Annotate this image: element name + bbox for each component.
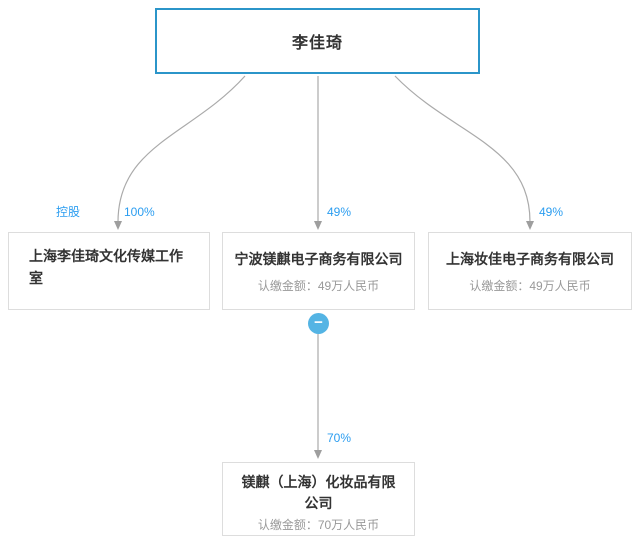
root-person-name: 李佳琦	[291, 35, 343, 52]
company-node-middle[interactable]: 宁波镁麒电子商务有限公司 认缴金额：49万人民币	[222, 232, 415, 310]
company-node-right[interactable]: 上海妆佳电子商务有限公司 认缴金额：49万人民币	[428, 232, 632, 310]
root-person-node[interactable]: 李佳琦	[155, 8, 480, 74]
connector-left	[117, 75, 246, 223]
minus-icon: −	[314, 314, 323, 331]
company-name: 镁麒（上海）化妆品有限公司	[241, 474, 396, 511]
company-amount: 认缴金额：49万人民币	[257, 279, 380, 293]
company-name: 上海李佳琦文化传媒工作室	[29, 248, 183, 286]
holding-tag: 控股	[56, 205, 81, 219]
company-amount: 认缴金额：70万人民币	[257, 518, 380, 532]
percent-label-sub: 70%	[327, 431, 352, 445]
arrowhead-middle	[314, 221, 322, 230]
percent-label-left: 100%	[124, 205, 155, 219]
connector-right	[394, 75, 531, 223]
percent-label-middle: 49%	[327, 205, 352, 219]
company-node-left[interactable]: 上海李佳琦文化传媒工作室	[8, 232, 210, 310]
percent-label-right: 49%	[539, 205, 564, 219]
company-name: 宁波镁麒电子商务有限公司	[234, 251, 403, 267]
company-node-bottom[interactable]: 镁麒（上海）化妆品有限公司 认缴金额：70万人民币	[222, 462, 415, 536]
arrowhead-left	[114, 221, 122, 230]
company-name: 上海妆佳电子商务有限公司	[446, 251, 614, 267]
company-amount: 认缴金额：49万人民币	[469, 279, 591, 293]
arrowhead-sub	[314, 450, 322, 459]
arrowhead-right	[526, 221, 534, 230]
collapse-button[interactable]: −	[308, 313, 329, 334]
